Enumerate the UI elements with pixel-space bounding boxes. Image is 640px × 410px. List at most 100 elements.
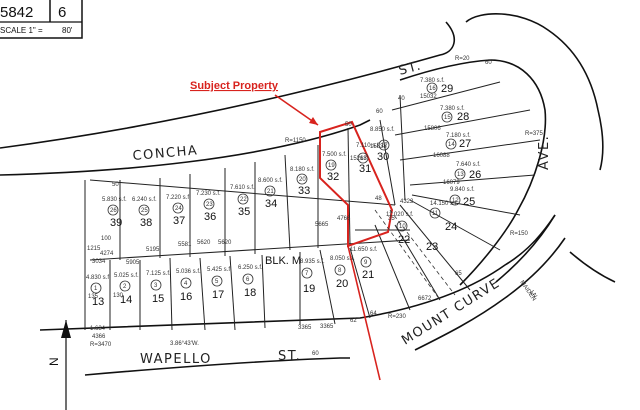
lot-18[interactable]: 18	[244, 287, 256, 299]
lot-num-37: 24	[175, 206, 182, 212]
lot-23[interactable]: 23	[426, 241, 438, 253]
lot-num-20: 8	[338, 268, 342, 274]
lot-27[interactable]: 27	[459, 138, 471, 150]
lot-15[interactable]: 15	[152, 293, 164, 305]
dim-26: 60	[376, 109, 383, 115]
map-header: 5842 6 SCALE 1" = 80'	[0, 0, 83, 39]
dim-28: 16088	[433, 153, 450, 159]
area-19: 8.935 s.f.	[300, 259, 325, 265]
dimension-labels: 50 50 R=1150 R=20 R=375 R=3470 5665 4766…	[87, 56, 544, 357]
lot-31[interactable]: 31	[359, 163, 371, 175]
dim-14: 5581	[178, 242, 192, 248]
lot-29[interactable]: 29	[441, 83, 453, 95]
lot-28[interactable]: 28	[457, 111, 469, 123]
dim-16: 4274	[100, 251, 114, 257]
area-34: 8.600 s.f.	[258, 178, 283, 184]
area-36: 7.230 s.f.	[196, 191, 221, 197]
lot-21[interactable]: 21	[362, 269, 374, 281]
scale-label: SCALE 1" =	[0, 26, 43, 35]
dim-31: 15833	[370, 144, 387, 150]
lot-num-27: 14	[448, 142, 455, 148]
lot-16[interactable]: 16	[180, 291, 192, 303]
subject-property-outline	[274, 94, 394, 381]
area-37: 7.220 s.f.	[166, 195, 191, 201]
lot-35[interactable]: 35	[238, 206, 250, 218]
page-number: 6	[58, 4, 66, 21]
street-wapello: WAPELLO	[140, 352, 212, 367]
lot-19[interactable]: 19	[303, 283, 315, 295]
lot-num-36: 23	[206, 202, 213, 208]
lot-33[interactable]: 33	[298, 185, 310, 197]
lot-37[interactable]: 37	[173, 215, 185, 227]
dim-20: 1215	[87, 246, 101, 252]
lot-number-circles	[90, 82, 466, 294]
dim-25: 40	[398, 96, 405, 102]
dim-10: 3365	[320, 324, 334, 330]
lot-25[interactable]: 25	[463, 196, 475, 208]
dim-19: 6672	[418, 296, 432, 302]
area-35: 7.610 s.f.	[230, 185, 255, 191]
lot-num-21: 9	[364, 260, 368, 266]
lot-39[interactable]: 39	[110, 217, 122, 229]
lot-num-32: 19	[328, 163, 335, 169]
lot-34[interactable]: 34	[265, 198, 277, 210]
area-14: 5.025 s.f.	[114, 273, 139, 279]
lot-num-29: 16	[429, 86, 436, 92]
dim-9: 3365	[298, 325, 312, 331]
lot-17[interactable]: 17	[212, 289, 224, 301]
lot-num-31: 18	[360, 156, 367, 162]
lot-32[interactable]: 32	[327, 171, 339, 183]
dim-22: 3034	[92, 259, 106, 265]
easement-lines	[374, 209, 456, 301]
street-ave: AVE.	[537, 135, 552, 170]
area-33: 8.180 s.f.	[290, 167, 315, 173]
lot-20[interactable]: 20	[336, 278, 348, 290]
map-number: 5842	[0, 4, 33, 21]
block-label: BLK. M	[265, 255, 301, 267]
lot-13[interactable]: 13	[92, 296, 104, 308]
area-31: 7.110 s.f.	[356, 143, 381, 149]
lot-30[interactable]: 30	[377, 151, 389, 163]
dim-40: 135	[88, 294, 99, 300]
lot-36[interactable]: 36	[204, 211, 216, 223]
dim-34: R=150	[510, 231, 529, 237]
dim-41: 60	[312, 351, 319, 357]
dim-18: R=230	[388, 314, 407, 320]
dim-27: 15806	[424, 126, 441, 132]
dim-8: 4766	[337, 216, 351, 222]
area-26: 7.640 s.f.	[456, 162, 481, 168]
dim-12: 3.86°43'W.	[170, 341, 199, 347]
area-32: 7.500 s.f.	[322, 152, 347, 158]
north-label: N	[47, 357, 61, 366]
dim-30: 15032	[420, 94, 437, 100]
area-39: 5.830 s.f.	[102, 197, 127, 203]
lot-num-26: 13	[457, 172, 464, 178]
lot-num-13: 1	[94, 286, 98, 292]
lot-22[interactable]: 22	[398, 234, 410, 246]
subject-property-label[interactable]: Subject Property	[190, 80, 279, 92]
lot-14[interactable]: 14	[120, 294, 132, 306]
dim-15: 5195	[146, 247, 160, 253]
dim-2: 50	[345, 122, 352, 128]
lot-num-24: 11	[432, 211, 439, 217]
area-18: 6.250 s.f.	[238, 265, 263, 271]
lot-num-35: 22	[240, 197, 247, 203]
north-arrow: N	[47, 320, 71, 410]
dim-29: 16079	[443, 180, 460, 186]
street-concha: CONCHA	[132, 143, 199, 164]
area-17: 5.425 s.f.	[207, 267, 232, 273]
dim-1: 50	[112, 182, 119, 188]
dim-43: 5620	[197, 240, 211, 246]
lot-26[interactable]: 26	[469, 169, 481, 181]
street-mount-curve: MOUNT CURVE	[399, 276, 503, 349]
lot-num-17: 5	[215, 279, 219, 285]
dim-35: 35	[388, 216, 395, 222]
dim-33: 1.634	[90, 326, 106, 332]
street-ln: LN.	[528, 290, 538, 301]
dim-42: 130	[113, 293, 124, 299]
lot-num-16: 4	[184, 281, 188, 287]
area-21: 11.650 s.f.	[350, 247, 378, 253]
lot-24[interactable]: 24	[445, 221, 457, 233]
lot-38[interactable]: 38	[140, 217, 152, 229]
